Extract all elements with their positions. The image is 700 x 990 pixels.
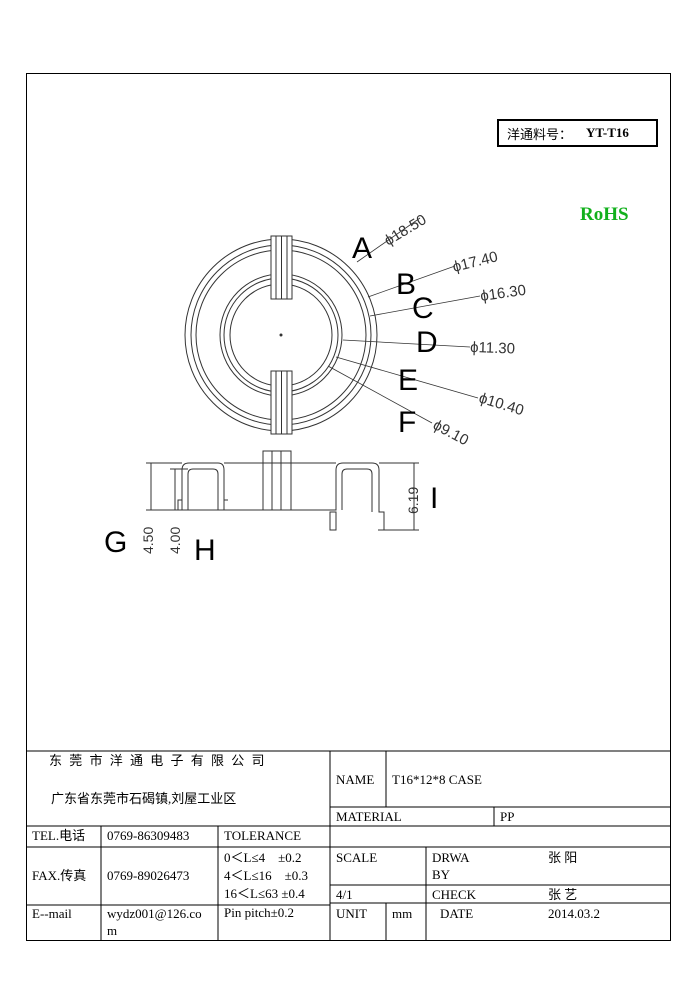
label-g: G: [104, 526, 127, 559]
company-name: 东 莞 市 洋 通 电 子 有 限 公 司: [49, 753, 267, 768]
side-flange-right: [329, 511, 337, 531]
drawn-label-line2: BY: [432, 867, 451, 882]
drawn-by-value: 张 阳: [548, 850, 578, 865]
dim-e: ϕ10.40: [477, 390, 526, 420]
dim-a: ϕ18.50: [381, 211, 429, 249]
fax-label: FAX.传真: [32, 868, 87, 883]
tolerance-row-3: 16＜L≤63 ±0.4: [224, 886, 305, 901]
dim-f: ϕ9.10: [430, 417, 471, 450]
side-pin-mid: [271, 450, 282, 511]
tolerance-row-2: 4＜L≤16 ±0.3: [224, 868, 308, 883]
name-label: NAME: [336, 772, 375, 787]
unit-label: UNIT: [336, 906, 368, 921]
label-c: C: [412, 292, 434, 325]
rohs-mark: RoHS: [580, 204, 629, 225]
drawn-label-line1: DRWA: [432, 850, 470, 865]
scale-value: 4/1: [336, 887, 353, 902]
label-e: E: [398, 364, 418, 397]
email-label: E--mail: [32, 906, 72, 921]
side-wall-left: [177, 499, 228, 510]
side-profile-inner: [187, 468, 373, 512]
top-view: [184, 235, 378, 435]
title-block-grid: [26, 750, 671, 941]
fax-value: 0769-89026473: [107, 868, 190, 883]
label-d: D: [416, 326, 438, 359]
part-number-value: YT-T16: [586, 125, 629, 140]
dim-b: ϕ17.40: [451, 248, 500, 276]
label-f: F: [398, 406, 416, 439]
part-number-label: 洋通料号：: [507, 126, 573, 142]
check-value: 张 艺: [548, 887, 578, 902]
drawing-frame: [26, 73, 671, 941]
name-value: T16*12*8 CASE: [392, 772, 482, 787]
label-b: B: [396, 268, 416, 301]
label-a: A: [352, 232, 372, 265]
label-i: I: [430, 482, 438, 515]
email-value-line1: wydz001@126.co: [107, 906, 202, 921]
center-point: [279, 333, 283, 337]
pin-pitch: Pin pitch±0.2: [224, 905, 294, 920]
leader-lines: [327, 217, 481, 424]
tolerance-row-1: 0＜L≤4 ±0.2: [224, 850, 302, 865]
scale-label: SCALE: [336, 850, 378, 865]
email-value-line2: m: [107, 923, 118, 938]
dim-d: ϕ11.30: [470, 339, 515, 358]
material-label: MATERIAL: [336, 809, 402, 824]
dim-i: 6.19: [405, 487, 421, 514]
tel-value: 0769-86309483: [107, 828, 190, 843]
part-number-box: 洋通料号： YT-T16: [497, 119, 658, 147]
date-label: DATE: [440, 906, 474, 921]
dim-h: 4.00: [167, 527, 183, 554]
material-value: PP: [500, 809, 515, 824]
unit-value: mm: [392, 906, 413, 921]
dim-c: ϕ16.30: [479, 282, 527, 305]
label-h: H: [194, 534, 216, 567]
side-pin-right: [280, 450, 292, 511]
date-value: 2014.03.2: [548, 906, 600, 921]
side-profile-outer: [181, 462, 385, 531]
tolerance-label: TOLERANCE: [224, 828, 302, 843]
company-address: 广东省东莞市石碣镇,刘屋工业区: [51, 791, 237, 806]
dim-g: 4.50: [140, 527, 156, 554]
check-label: CHECK: [432, 887, 477, 902]
side-view: [146, 450, 419, 531]
tel-label: TEL.电话: [32, 828, 86, 843]
